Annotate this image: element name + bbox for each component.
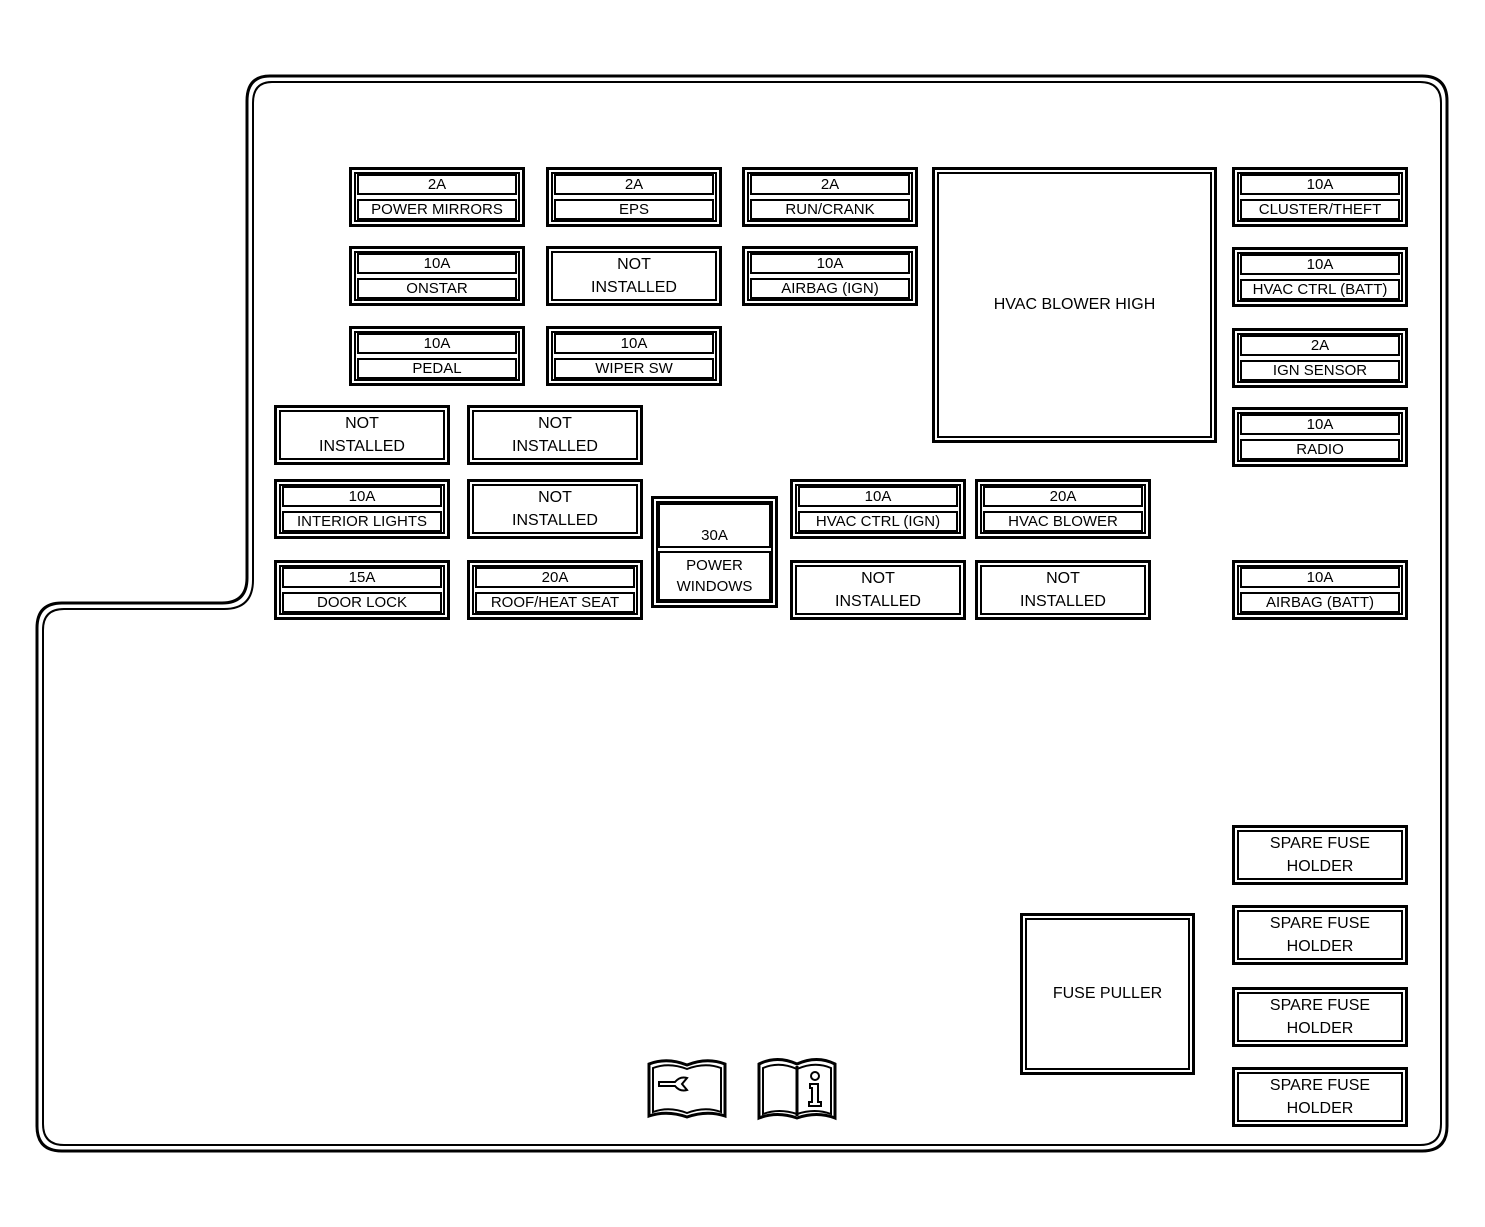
not-installed-line2: INSTALLED: [512, 438, 598, 455]
fuse-label: WIPER SW: [554, 358, 714, 379]
fuse-amperage: 10A: [1240, 567, 1400, 588]
fuse-label: INTERIOR LIGHTS: [282, 511, 442, 532]
not-installed-line1: NOT: [538, 415, 572, 432]
fuse-amperage: 2A: [1240, 335, 1400, 356]
not-installed-line2: INSTALLED: [512, 512, 598, 529]
fuse-hvac-ctrl-ign: 10A HVAC CTRL (IGN): [790, 479, 966, 539]
fuse-amperage: 2A: [750, 174, 910, 195]
not-installed-line2: INSTALLED: [835, 593, 921, 610]
fuse-amperage: 2A: [357, 174, 517, 195]
fuse-cluster-theft: 10A CLUSTER/THEFT: [1232, 167, 1408, 227]
fuse-amperage: 20A: [983, 486, 1143, 507]
fuse-label: PEDAL: [357, 358, 517, 379]
fuse-label: HVAC CTRL (BATT): [1240, 279, 1400, 300]
fuse-amperage: 10A: [357, 333, 517, 354]
spare-line2: HOLDER: [1286, 1100, 1354, 1117]
slot-not-installed: NOT INSTALLED: [274, 405, 450, 465]
fuse-label: RADIO: [1240, 439, 1400, 460]
fuse-label: AIRBAG (IGN): [750, 278, 910, 299]
fuse-interior-lights: 10A INTERIOR LIGHTS: [274, 479, 450, 539]
fuse-roof-heat-seat: 20A ROOF/HEAT SEAT: [467, 560, 643, 620]
fuse-label: DOOR LOCK: [282, 592, 442, 613]
fuse-airbag-batt: 10A AIRBAG (BATT): [1232, 560, 1408, 620]
fuse-power-mirrors: 2A POWER MIRRORS: [349, 167, 525, 227]
fuse-amperage: 2A: [554, 174, 714, 195]
fuse-label: POWER MIRRORS: [357, 199, 517, 220]
service-manual-icon: [647, 1059, 727, 1119]
fuse-puller: FUSE PULLER: [1020, 913, 1195, 1075]
not-installed-line1: NOT: [345, 415, 379, 432]
fuse-label: IGN SENSOR: [1240, 360, 1400, 381]
hvac-blower-high-relay: HVAC BLOWER HIGH: [932, 167, 1217, 443]
spare-line2: HOLDER: [1286, 1020, 1354, 1037]
relay-label: HVAC BLOWER HIGH: [993, 296, 1156, 313]
fuse-label: ONSTAR: [357, 278, 517, 299]
fuse-label: POWER WINDOWS: [658, 551, 771, 601]
fuse-label: CLUSTER/THEFT: [1240, 199, 1400, 220]
fuse-onstar: 10A ONSTAR: [349, 246, 525, 306]
not-installed-line2: INSTALLED: [591, 279, 677, 296]
spare-fuse-holder: SPARE FUSE HOLDER: [1232, 905, 1408, 965]
fuse-airbag-ign: 10A AIRBAG (IGN): [742, 246, 918, 306]
spare-line1: SPARE FUSE: [1269, 835, 1371, 852]
fuse-amperage: 10A: [282, 486, 442, 507]
spare-fuse-holder: SPARE FUSE HOLDER: [1232, 1067, 1408, 1127]
fuse-label: ROOF/HEAT SEAT: [475, 592, 635, 613]
fuse-wiper-sw: 10A WIPER SW: [546, 326, 722, 386]
spare-line1: SPARE FUSE: [1269, 1077, 1371, 1094]
slot-not-installed: NOT INSTALLED: [546, 246, 722, 306]
spare-line2: HOLDER: [1286, 938, 1354, 955]
fuse-amperage: 20A: [475, 567, 635, 588]
spare-line1: SPARE FUSE: [1269, 997, 1371, 1014]
fuse-amperage: 15A: [282, 567, 442, 588]
spare-line1: SPARE FUSE: [1269, 915, 1371, 932]
slot-not-installed: NOT INSTALLED: [467, 479, 643, 539]
not-installed-line1: NOT: [1046, 570, 1080, 587]
slot-not-installed: NOT INSTALLED: [975, 560, 1151, 620]
owner-manual-info-icon: [757, 1058, 837, 1121]
fuse-hvac-ctrl-batt: 10A HVAC CTRL (BATT): [1232, 247, 1408, 307]
fuse-radio: 10A RADIO: [1232, 407, 1408, 467]
slot-not-installed: NOT INSTALLED: [467, 405, 643, 465]
fuse-label-line1: POWER: [686, 557, 743, 574]
spare-line2: HOLDER: [1286, 858, 1354, 875]
fuse-power-windows: 30A POWER WINDOWS: [651, 496, 778, 608]
fuse-hvac-blower: 20A HVAC BLOWER: [975, 479, 1151, 539]
fuse-label: RUN/CRANK: [750, 199, 910, 220]
not-installed-line2: INSTALLED: [319, 438, 405, 455]
fuse-amperage: 10A: [357, 253, 517, 274]
slot-not-installed: NOT INSTALLED: [790, 560, 966, 620]
fuse-run-crank: 2A RUN/CRANK: [742, 167, 918, 227]
fuse-door-lock: 15A DOOR LOCK: [274, 560, 450, 620]
fuse-amperage: 10A: [1240, 174, 1400, 195]
fuse-amperage: 10A: [1240, 414, 1400, 435]
fuse-puller-label: FUSE PULLER: [1052, 985, 1163, 1002]
fuse-amperage: 10A: [554, 333, 714, 354]
fuse-pedal: 10A PEDAL: [349, 326, 525, 386]
fuse-amperage: 10A: [1240, 254, 1400, 275]
fuse-label: HVAC BLOWER: [983, 511, 1143, 532]
fuse-amperage: 30A: [658, 503, 771, 548]
not-installed-line1: NOT: [617, 256, 651, 273]
spare-fuse-holder: SPARE FUSE HOLDER: [1232, 987, 1408, 1047]
fuse-label-line2: WINDOWS: [676, 578, 753, 595]
not-installed-line1: NOT: [861, 570, 895, 587]
fuse-amperage: 10A: [750, 253, 910, 274]
fuse-label: HVAC CTRL (IGN): [798, 511, 958, 532]
fuse-label: AIRBAG (BATT): [1240, 592, 1400, 613]
fuse-amperage: 10A: [798, 486, 958, 507]
fuse-eps: 2A EPS: [546, 167, 722, 227]
not-installed-line2: INSTALLED: [1020, 593, 1106, 610]
spare-fuse-holder: SPARE FUSE HOLDER: [1232, 825, 1408, 885]
not-installed-line1: NOT: [538, 489, 572, 506]
fuse-ign-sensor: 2A IGN SENSOR: [1232, 328, 1408, 388]
fuse-label: EPS: [554, 199, 714, 220]
